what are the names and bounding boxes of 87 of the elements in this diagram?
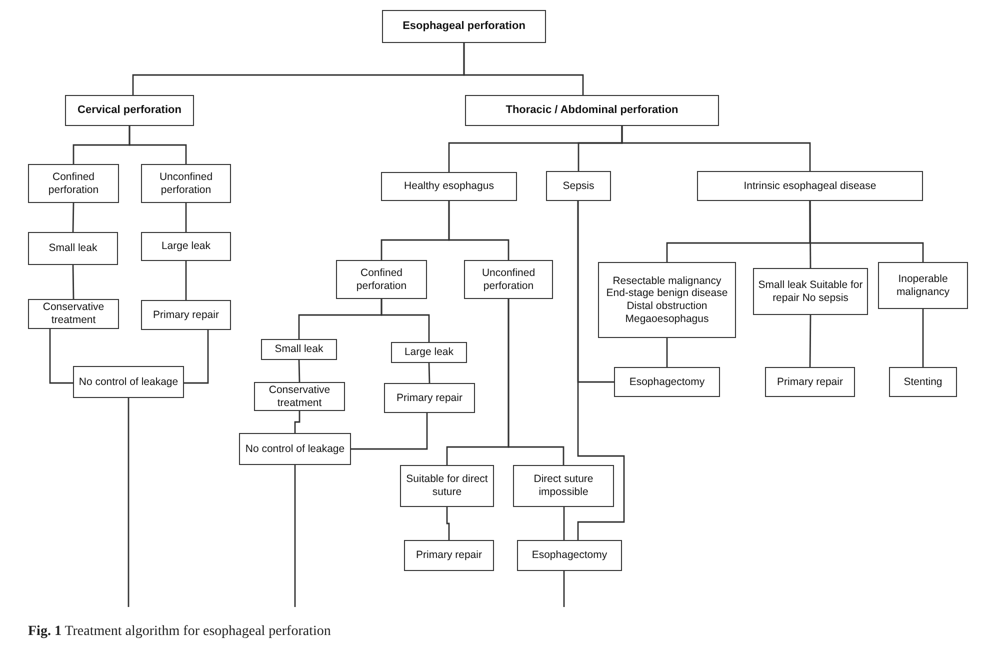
box-text: Cervical perforation bbox=[78, 104, 182, 118]
connector-line bbox=[463, 43, 584, 95]
box-text: Unconfined perforation bbox=[158, 170, 214, 196]
process-box bbox=[336, 260, 427, 299]
process-box bbox=[141, 300, 231, 330]
box-text: No control of leakage bbox=[78, 376, 178, 388]
connector-line bbox=[922, 309, 924, 367]
box-text: Small leak bbox=[48, 242, 98, 255]
connector-line bbox=[446, 507, 450, 540]
box-text: Direct suture impossible bbox=[532, 473, 594, 499]
process-box bbox=[614, 367, 720, 397]
connector-line bbox=[666, 338, 668, 367]
connector-line bbox=[185, 203, 187, 232]
connector-line bbox=[128, 126, 187, 164]
box-text: Primary repair bbox=[777, 376, 843, 388]
connector-line bbox=[809, 315, 812, 367]
connector-line bbox=[294, 411, 300, 433]
box-text: Primary repair bbox=[153, 308, 219, 322]
process-box bbox=[141, 164, 231, 203]
box-text: Esophagectomy bbox=[532, 549, 608, 562]
process-box bbox=[753, 268, 868, 315]
connector-line bbox=[184, 330, 209, 384]
connector-line bbox=[577, 201, 625, 540]
connector-line bbox=[428, 362, 430, 384]
process-box bbox=[28, 232, 118, 265]
connector-line bbox=[563, 571, 565, 607]
box-text: Small leak bbox=[274, 343, 324, 356]
process-box bbox=[381, 172, 517, 201]
box-text: Sepsis bbox=[562, 180, 594, 192]
process-box bbox=[404, 540, 494, 571]
box-text: Inoperable malignancy bbox=[895, 272, 951, 298]
connector-line bbox=[563, 507, 565, 540]
process-box bbox=[517, 540, 622, 571]
box-text: Confined perforation bbox=[355, 266, 408, 292]
box-text: No control of leakage bbox=[245, 442, 345, 456]
box-text: Healthy esophagus bbox=[404, 180, 494, 193]
process-box bbox=[464, 260, 553, 299]
connector-line bbox=[621, 126, 811, 171]
box-text: Small leak Suitable for repair No sepsis bbox=[757, 278, 864, 304]
box-text: Large leak bbox=[161, 240, 211, 253]
box-text: Conservative treatment bbox=[42, 301, 106, 327]
process-box bbox=[73, 366, 184, 398]
process-box bbox=[382, 10, 546, 43]
process-box bbox=[28, 299, 119, 329]
connector-line bbox=[128, 398, 130, 607]
connector-line bbox=[72, 202, 74, 232]
box-text: Unconfined perforation bbox=[480, 266, 536, 292]
process-box bbox=[141, 232, 231, 261]
connector-line bbox=[72, 265, 74, 299]
box-text: Primary repair bbox=[396, 392, 462, 404]
box-text: Thoracic / Abdominal perforation bbox=[506, 104, 678, 118]
figure-caption: Fig. 1 Treatment algorithm for esophageal perforation bbox=[28, 624, 331, 640]
process-box bbox=[598, 262, 736, 338]
process-box bbox=[28, 164, 119, 203]
box-text: Esophagectomy bbox=[629, 376, 705, 388]
process-box bbox=[261, 339, 337, 360]
connector-line bbox=[508, 299, 564, 465]
process-box bbox=[391, 342, 467, 363]
process-box bbox=[765, 367, 855, 397]
process-box bbox=[384, 383, 475, 413]
box-text: Confined perforation bbox=[47, 170, 100, 196]
process-box bbox=[878, 262, 968, 309]
connector-line bbox=[448, 201, 510, 260]
connector-line bbox=[49, 329, 73, 384]
connector-line bbox=[351, 413, 428, 450]
box-text: Intrinsic esophageal disease bbox=[744, 180, 876, 192]
box-text: Large leak bbox=[404, 346, 454, 359]
process-box bbox=[889, 367, 957, 397]
process-box bbox=[65, 95, 194, 126]
connector-line bbox=[809, 201, 924, 262]
process-box bbox=[697, 171, 923, 201]
box-text: Resectable malignancy End-stage benign disease Distal obstruction Megaoesophagus bbox=[605, 274, 729, 326]
process-box bbox=[546, 171, 611, 201]
box-text: Suitable for direct suture bbox=[405, 473, 489, 499]
process-box bbox=[400, 465, 494, 507]
box-text: Conservative treatment bbox=[268, 384, 332, 410]
box-text: Primary repair bbox=[416, 549, 482, 562]
process-box bbox=[513, 465, 614, 507]
process-box bbox=[465, 95, 719, 126]
process-box bbox=[239, 433, 351, 465]
connector-line bbox=[298, 360, 300, 382]
box-text: Esophageal perforation bbox=[402, 20, 526, 34]
connector-line bbox=[294, 465, 296, 607]
connector-line bbox=[185, 261, 187, 300]
connector-line bbox=[380, 299, 430, 342]
process-box bbox=[254, 382, 345, 411]
box-text: Stenting bbox=[904, 376, 942, 388]
